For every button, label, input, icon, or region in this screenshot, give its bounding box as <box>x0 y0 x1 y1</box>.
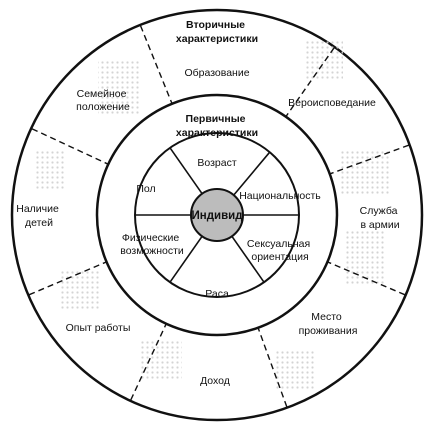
secondary-item-marital-status: Семейное положение <box>76 88 130 113</box>
primary-divider <box>169 147 203 195</box>
secondary-item-education: Образование <box>184 67 249 79</box>
secondary-divider <box>327 144 410 176</box>
primary-item-race: Раса <box>205 288 229 300</box>
primary-divider <box>169 235 203 283</box>
secondary-item-children: Наличие детей <box>16 203 62 229</box>
primary-item-sex: Пол <box>136 183 155 195</box>
secondary-item-work-experience: Опыт работы <box>66 322 131 334</box>
center-hub <box>190 188 244 242</box>
secondary-item-residence: Место проживания <box>299 311 358 337</box>
primary-item-age: Возраст <box>197 157 236 169</box>
secondary-dividers <box>28 24 410 408</box>
ring-texture <box>35 40 390 390</box>
primary-dividers <box>135 147 299 283</box>
secondary-divider <box>129 321 168 402</box>
primary-divider <box>231 235 265 283</box>
secondary-item-military-service: Служба в армии <box>360 205 401 231</box>
secondary-item-religion: Вероисповедание <box>288 97 376 109</box>
secondary-divider <box>28 260 109 296</box>
primary-title: Первичные характеристики <box>176 113 258 139</box>
secondary-divider <box>30 127 111 166</box>
primary-divider <box>233 151 271 196</box>
primary-item-physical-abilities: Физические возможности <box>120 232 184 257</box>
center-label: Индивид <box>191 210 243 222</box>
primary-item-nationality: Национальность <box>239 190 321 202</box>
secondary-divider <box>325 260 406 296</box>
secondary-divider <box>256 325 288 408</box>
secondary-divider <box>284 46 336 119</box>
secondary-divider <box>139 24 174 106</box>
secondary-item-income: Доход <box>200 375 230 387</box>
primary-item-sexual-orientation: Сексуальная ориентация <box>247 238 313 263</box>
secondary-title: Вторичные характеристики <box>176 19 258 45</box>
